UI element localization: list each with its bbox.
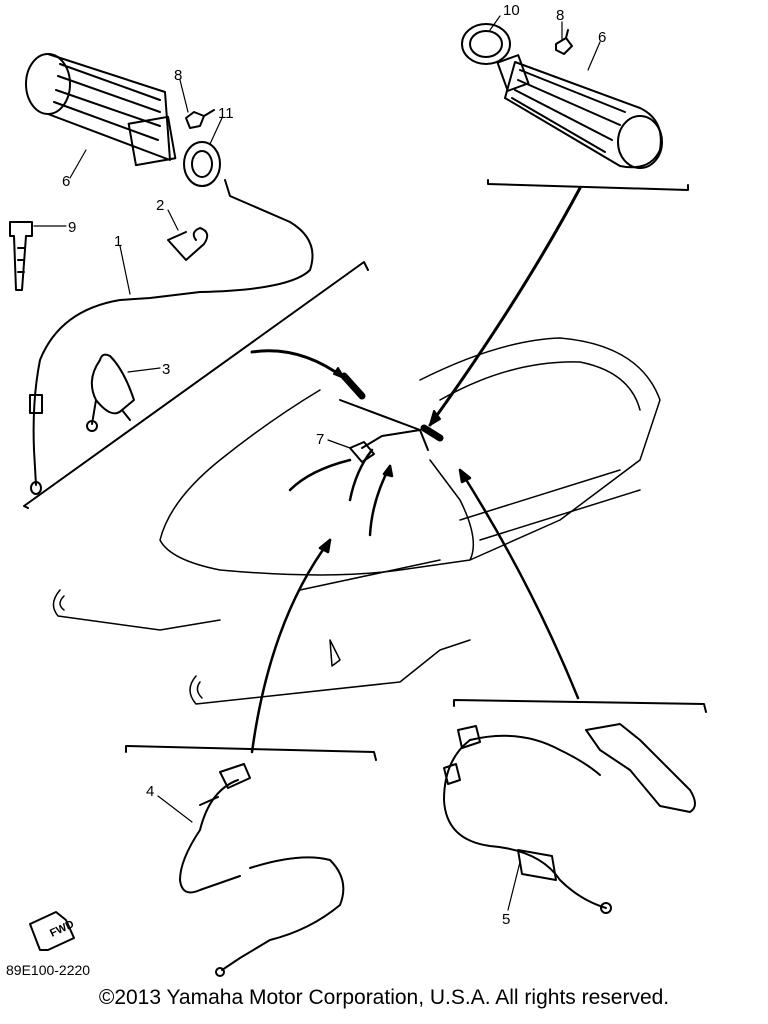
leader-right-grip xyxy=(428,186,582,427)
callout-labels: 10 8 6 8 11 6 2 9 1 3 7 4 5 xyxy=(62,2,606,928)
part-11-collar xyxy=(183,141,221,187)
callout-11: 11 xyxy=(218,105,234,122)
callout-5: 5 xyxy=(502,911,510,928)
copyright-notice: ©2013 Yamaha Motor Corporation, U.S.A. A… xyxy=(98,986,670,1009)
callout-7: 7 xyxy=(316,431,324,448)
callout-2: 2 xyxy=(156,197,164,214)
leader-left-grip xyxy=(250,349,346,380)
cable-4-group xyxy=(125,745,377,977)
part-8-screw-right xyxy=(555,29,573,55)
right-ski xyxy=(189,639,471,705)
left-grip-group xyxy=(9,53,369,509)
bottom-right-inset-bracket xyxy=(453,699,707,713)
part-5-cable xyxy=(443,739,607,909)
callout-10: 10 xyxy=(503,2,520,19)
callout-9: 9 xyxy=(68,219,76,236)
callout-8-left: 8 xyxy=(174,67,182,84)
left-inset-bracket xyxy=(23,261,369,509)
diagram-code: 89E100-2220 xyxy=(6,962,91,978)
part-6-left-grip xyxy=(47,53,171,161)
callout-6-left: 6 xyxy=(62,173,70,190)
callout-leaders xyxy=(33,15,601,911)
part-9-key xyxy=(9,221,33,291)
callout-6-right: 6 xyxy=(598,29,606,46)
part-3-clamp xyxy=(90,353,135,425)
brake-lever xyxy=(585,723,696,813)
cable-5-group xyxy=(443,699,707,914)
callout-1: 1 xyxy=(114,233,122,250)
hood-outline xyxy=(159,389,475,576)
part-10-ring xyxy=(461,23,511,65)
part-6-right-grip xyxy=(504,61,662,169)
bottom-left-inset-bracket xyxy=(125,745,377,761)
snowmobile-body xyxy=(52,337,661,705)
part-7-clamp xyxy=(349,429,421,463)
part-4-cable xyxy=(179,779,241,894)
part-2-clip xyxy=(167,227,209,261)
seat-outline xyxy=(419,337,661,561)
right-inset-bracket xyxy=(487,179,689,191)
callout-3: 3 xyxy=(162,361,170,378)
body-leaders xyxy=(250,448,580,754)
right-grip-group xyxy=(428,23,689,427)
part-8-screw-left xyxy=(185,109,215,129)
callout-4: 4 xyxy=(146,783,154,800)
fwd-arrow-icon: FWD xyxy=(29,911,76,951)
part-1-cable xyxy=(32,179,314,486)
left-ski xyxy=(52,589,221,631)
callout-8-right: 8 xyxy=(556,7,564,24)
